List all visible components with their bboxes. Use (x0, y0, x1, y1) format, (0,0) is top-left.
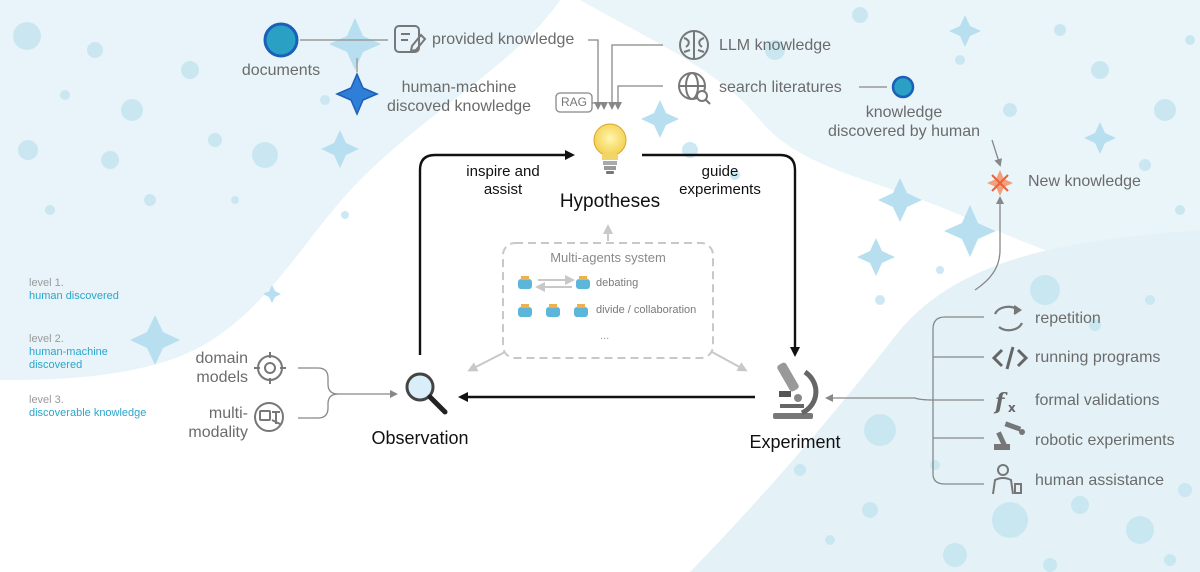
multi-modality-line2: modality (188, 424, 248, 441)
human-machine-label-line2: discoved knowledge (386, 98, 532, 115)
target-icon (254, 352, 286, 384)
person-icon (992, 464, 1022, 495)
human-knowledge-label: knowledge discovered by human (824, 103, 984, 141)
function-icon: f x (993, 389, 1016, 415)
background-sparkles (130, 15, 1116, 365)
method-human-assistance: human assistance (1035, 472, 1164, 489)
multi-modality-label: multi- modality (170, 404, 248, 442)
hypotheses-label: Hypotheses (559, 191, 661, 212)
level-2-label: level 2. (29, 333, 64, 345)
provided-knowledge-label: provided knowledge (432, 31, 575, 48)
edit-document-icon (394, 25, 427, 53)
multi-modality-line1: multi- (208, 405, 248, 422)
robot-icon (576, 276, 590, 289)
multi-agents-arrows (467, 224, 748, 372)
human-machine-label-line1: human-machine (401, 79, 517, 96)
knowledge-feed-lines (588, 39, 887, 110)
level-1-value: human discovered (29, 290, 119, 302)
inspire-assist-label: inspire and assist (448, 163, 558, 199)
level-2: level 2. human-machine discovered (29, 333, 108, 372)
robot-arm-icon (994, 421, 1025, 450)
domain-models-line1: domain (195, 350, 248, 367)
human-knowledge-node (891, 75, 915, 99)
level-1: level 1. human discovered (29, 277, 119, 303)
microscope-icon (773, 362, 819, 419)
level-3-value: discoverable knowledge (29, 407, 147, 419)
observation-label: Observation (371, 428, 469, 448)
domain-models-label: domain models (170, 349, 248, 387)
experiment-label: Experiment (749, 432, 841, 452)
method-repetition: repetition (1035, 310, 1101, 327)
robot-icon (518, 276, 532, 289)
human-knowledge-label-line2: discovered by human (827, 123, 981, 140)
inspire-line1: inspire and (466, 163, 540, 180)
documents-node (263, 22, 299, 58)
observation-input-lines (298, 367, 398, 419)
human-knowledge-label-line1: knowledge (865, 104, 943, 121)
level-1-label: level 1. (29, 277, 64, 289)
globe-search-icon (678, 72, 711, 105)
method-formal-validations: formal validations (1035, 392, 1160, 409)
robot-icon (574, 304, 588, 317)
guide-line1: guide (701, 163, 739, 180)
rag-label: RAG (560, 95, 587, 109)
guide-line2: experiments (679, 181, 761, 198)
svg-text:f: f (993, 389, 1008, 415)
cycle-arrows (418, 150, 800, 402)
code-icon (991, 346, 1029, 370)
repeat-icon (994, 305, 1023, 332)
experiment-method-lines (825, 316, 984, 485)
magnifier-icon (405, 372, 448, 415)
method-running-programs: running programs (1035, 349, 1161, 366)
multimodal-icon (254, 402, 284, 432)
agent-robot-icons (518, 276, 590, 317)
level-3: level 3. discoverable knowledge (29, 394, 146, 420)
human-machine-label: human-machine discoved knowledge (374, 78, 544, 116)
new-knowledge-connector (974, 139, 1004, 291)
background-bubbles (13, 7, 1195, 572)
search-literatures-label: search literatures (719, 79, 842, 96)
new-knowledge-label: New knowledge (1028, 173, 1141, 190)
new-knowledge-spark-icon (987, 170, 1013, 196)
robot-icon (546, 304, 560, 317)
documents-label: documents (241, 62, 321, 79)
level-3-label: level 3. (29, 394, 64, 406)
level-2-value-line1: human-machine (29, 346, 108, 358)
level-2-value-line2: discovered (29, 359, 83, 371)
lightbulb-icon (593, 123, 627, 174)
divide-collaboration-label: divide / collaboration (596, 304, 697, 316)
multi-agents-title: Multi-agents system (550, 250, 666, 265)
ellipsis-label: ... (600, 330, 610, 342)
brain-icon (679, 30, 709, 60)
multi-agents-box (502, 242, 714, 359)
svg-text:x: x (1008, 401, 1016, 415)
method-robotic-experiments: robotic experiments (1035, 432, 1175, 449)
llm-knowledge-label: LLM knowledge (719, 37, 832, 54)
robot-icon (518, 304, 532, 317)
guide-experiments-label: guide experiments (665, 163, 775, 199)
human-machine-sparkle-icon (335, 72, 379, 116)
debating-label: debating (596, 277, 639, 289)
inspire-line2: assist (483, 181, 523, 198)
domain-models-line2: models (196, 369, 248, 386)
